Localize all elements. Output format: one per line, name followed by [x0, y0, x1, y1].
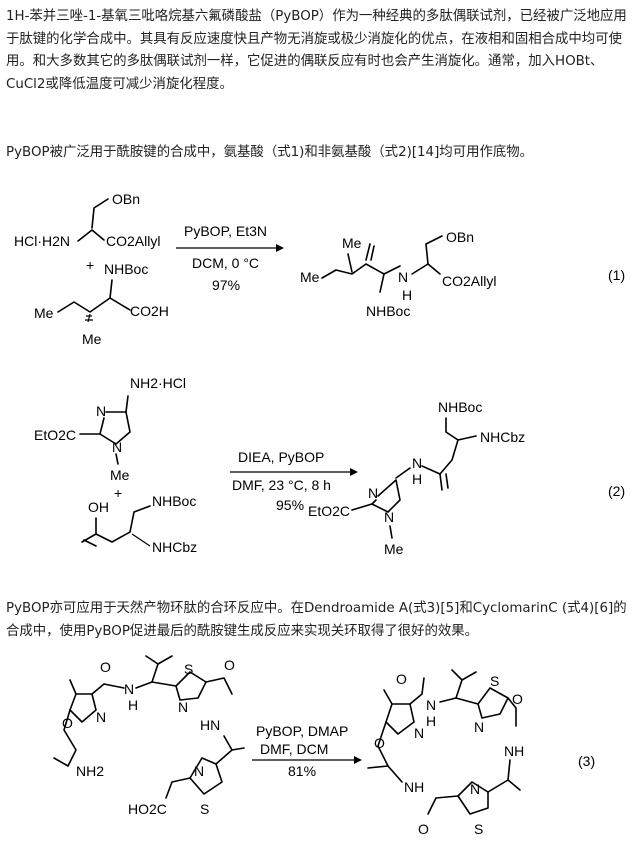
r2-oh: OH: [88, 499, 109, 515]
r2-plus: +: [114, 485, 122, 501]
r2-cond-top: DIEA, PyBOP: [238, 449, 324, 465]
cyclic-paragraph: PyBOP亦可应用于天然产物环肽的合环反应中。在Dendroamide A(式3…: [6, 601, 627, 639]
r3-p-o3: O: [512, 691, 523, 707]
r1-p-me-left: Me: [300, 269, 320, 285]
r2-cbz-b: NHCbz: [152, 539, 197, 555]
r2-n-top: N: [96, 403, 106, 419]
r2-p-me: Me: [384, 541, 404, 557]
r1-me-label-b: Me: [82, 331, 102, 347]
r3-nh-top: N: [124, 681, 134, 697]
r2-cond-mid: DMF, 23 °C, 8 h: [232, 477, 331, 493]
r1-cond-top: PyBOP, Et3N: [184, 223, 267, 239]
r3-cond-top: PyBOP, DMAP: [256, 723, 348, 739]
amide-paragraph: PyBOP被广泛用于酰胺键的合成中，氨基酸（式1)和非氨基酸（式2)[14]均可…: [6, 145, 534, 160]
r1-plus: +: [86, 257, 94, 273]
reaction-2-scheme: NH2·HCl N N EtO2C Me + OH NHBoc NHCbz DI…: [34, 375, 625, 557]
r3-s1: S: [184, 661, 193, 677]
r3-p-nh-l: NH: [404, 779, 424, 795]
r3-o1: O: [62, 715, 73, 731]
r1-protect-label: OBn: [112, 191, 140, 207]
r2-p-cbz: NHCbz: [480, 429, 525, 445]
r3-hn: HN: [200, 717, 220, 733]
r3-o2: O: [100, 659, 111, 675]
r3-nh2: NH2: [76, 763, 104, 779]
r3-n1: N: [96, 709, 106, 725]
r2-ester-a: EtO2C: [34, 427, 76, 443]
r3-o3: O: [224, 657, 235, 673]
r3-p-nh-top: N: [426, 697, 436, 713]
r2-p-n-top: N: [368, 485, 378, 501]
r1-salt-label: HCl·H2N: [14, 233, 70, 249]
r2-me-a: Me: [110, 467, 130, 483]
r3-acid: HO2C: [128, 801, 167, 817]
r2-p-boc: NHBoc: [438, 399, 482, 415]
reaction-3-scheme: O N O N H S N O HN N S HO2C NH2 PyBOP, D…: [53, 655, 595, 837]
r1-acid-label: CO2H: [130, 303, 169, 319]
r3-p-nh-r: NH: [504, 743, 524, 759]
r3-p-o4: O: [418, 821, 429, 837]
r3-label: (3): [578, 753, 595, 769]
r3-p-n2: N: [474, 719, 484, 735]
r3-h-top: H: [128, 697, 138, 713]
r3-cond-mid: DMF, DCM: [260, 741, 328, 757]
intro-paragraph: 1H-苯并三唑-1-基氧三吡咯烷基六氟磷酸盐（PyBOP）作为一种经典的多肽偶联…: [6, 9, 627, 92]
r3-n2: N: [178, 699, 188, 715]
r3-yield: 81%: [288, 763, 316, 779]
r1-p-ester: CO2Allyl: [442, 273, 496, 289]
r1-p-boc: NHBoc: [366, 303, 410, 319]
r3-p-o2: O: [396, 671, 407, 687]
r2-p-n-ring: N: [384, 509, 394, 525]
r3-s2: S: [200, 801, 209, 817]
r1-p-protect: OBn: [446, 229, 474, 245]
r1-me-label-a: Me: [34, 305, 54, 321]
r1-label: (1): [608, 267, 625, 283]
r1-p-nh: N: [398, 269, 408, 285]
r1-nhboc-label: NHBoc: [104, 261, 148, 277]
r2-label: (2): [608, 483, 625, 499]
r3-p-s1: S: [490, 673, 499, 689]
r1-p-me-top: Me: [342, 235, 362, 251]
r2-p-nh: N: [412, 455, 422, 471]
r2-boc-b: NHBoc: [152, 493, 196, 509]
r2-p-h: H: [412, 471, 422, 487]
r3-p-h-top: H: [426, 713, 436, 729]
r2-n-ring: N: [112, 439, 122, 455]
r3-p-n3: N: [470, 781, 480, 797]
r2-amine-salt: NH2·HCl: [130, 375, 186, 391]
r1-ester-label: CO2Allyl: [106, 233, 160, 249]
reaction-1-scheme: OBn HCl·H2N CO2Allyl + NHBoc Me Me CO2H …: [14, 191, 625, 347]
r3-p-n1: N: [414, 725, 424, 741]
r1-cond-mid: DCM, 0 °C: [192, 255, 259, 271]
r3-n3: N: [194, 763, 204, 779]
r2-yield: 95%: [276, 497, 304, 513]
r2-p-ester: EtO2C: [308, 503, 350, 519]
r1-p-h: H: [402, 287, 412, 303]
r3-p-s2: S: [474, 821, 483, 837]
r1-yield: 97%: [212, 277, 240, 293]
